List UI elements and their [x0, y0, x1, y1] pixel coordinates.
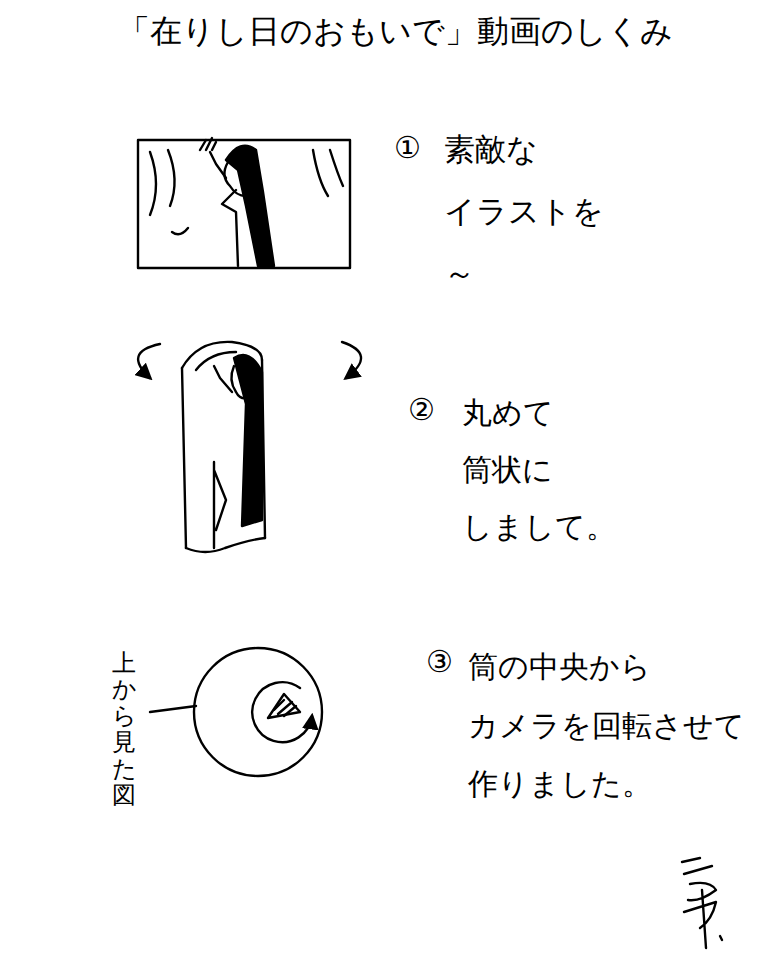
view-label: 上から見た図	[112, 650, 136, 808]
diagram-title: 「在りし日のおもいで」動画のしくみ	[4, 10, 782, 54]
step-text: 筒の中央から カメラを回転させて 作りました。	[468, 638, 745, 814]
step-number: ③	[426, 642, 453, 681]
illustration-frame	[138, 138, 350, 268]
step-text: 素敵な イラストを～	[444, 118, 604, 304]
top-view-illustration	[150, 648, 322, 776]
step-number: ①	[394, 128, 421, 167]
step-text: 丸めて 筒状に しまして。	[462, 384, 616, 555]
leader-line	[150, 706, 196, 712]
cylinder-illustration	[138, 342, 361, 552]
step-number: ②	[408, 390, 435, 429]
signature	[682, 858, 722, 948]
